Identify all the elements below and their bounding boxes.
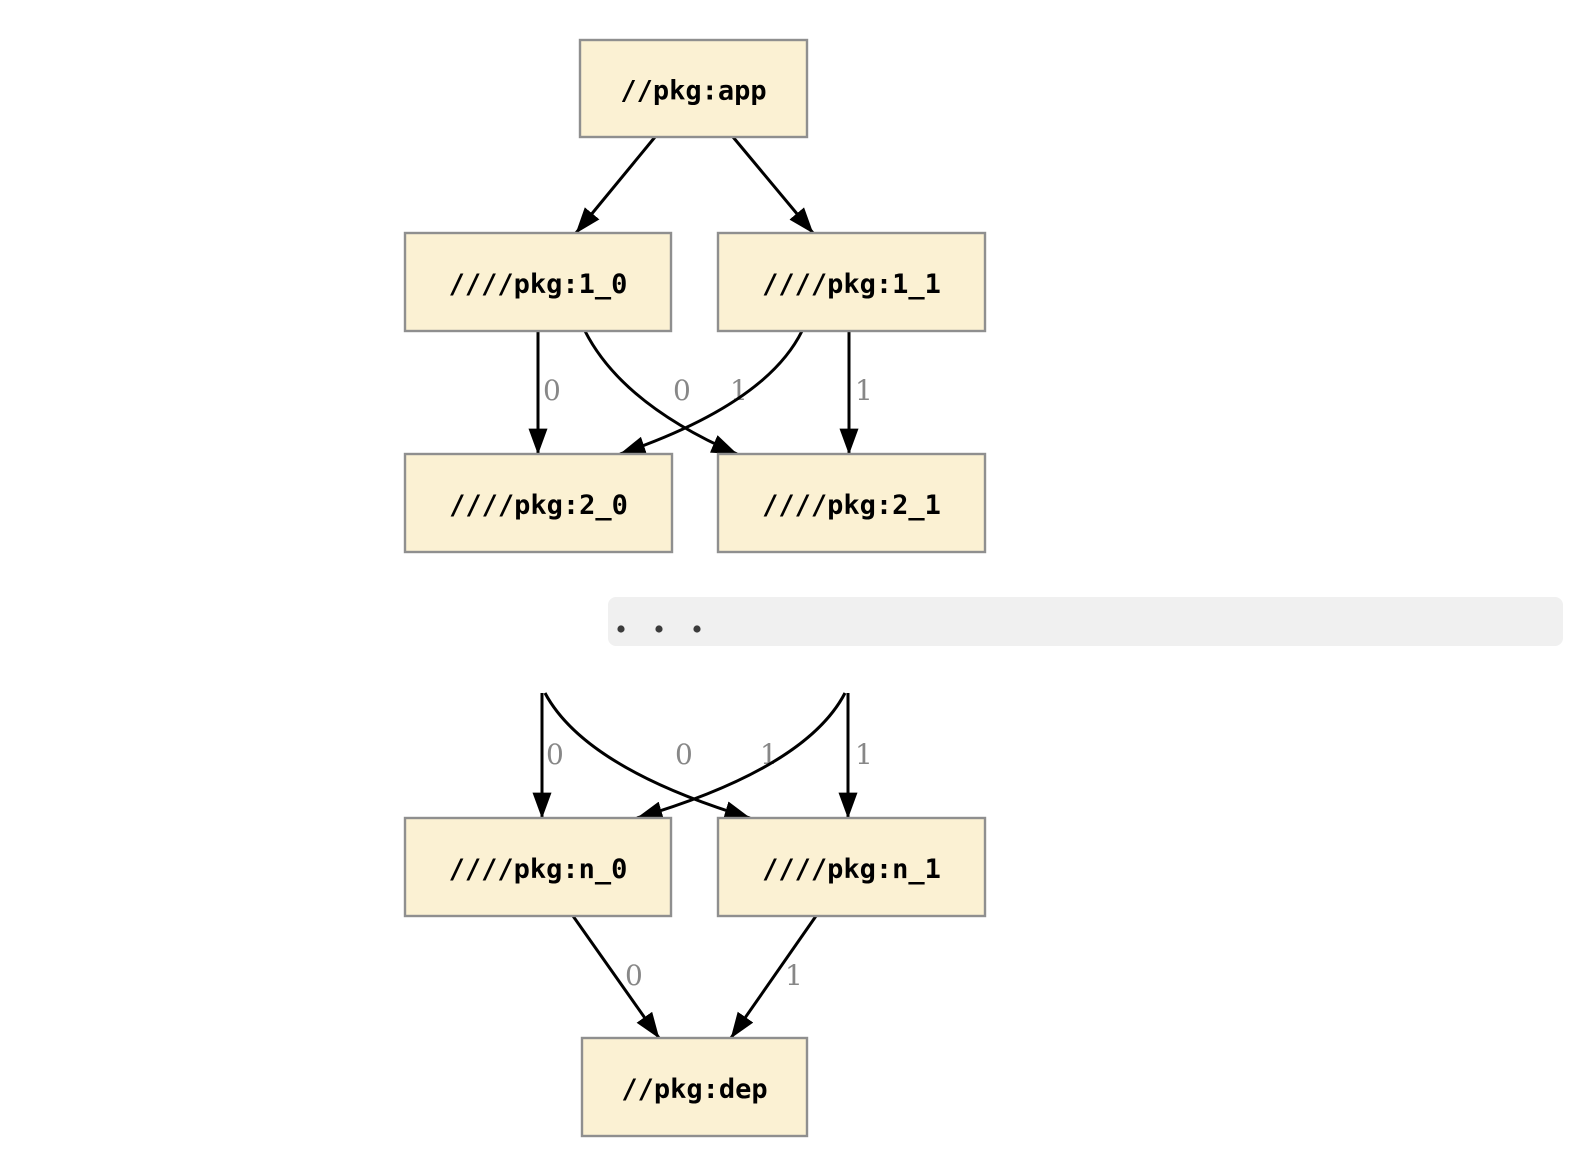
- node-box: [716, 231, 987, 333]
- node-1_0: ////pkg:1_0: [403, 231, 673, 333]
- edge-label: 0: [546, 738, 564, 771]
- node-n_1: ////pkg:n_1: [716, 816, 987, 918]
- node-app: //pkg:app: [578, 38, 809, 139]
- node-dep: //pkg:dep: [580, 1036, 809, 1138]
- node-box: [403, 816, 673, 918]
- edge-line: [729, 915, 818, 1039]
- node-2_1: ////pkg:2_1: [716, 452, 987, 554]
- edge-label: 0: [543, 374, 561, 407]
- node-box: [578, 38, 809, 139]
- node-label: //pkg:dep: [621, 1074, 767, 1105]
- edge-label: 1: [785, 959, 803, 992]
- node-label: //pkg:app: [620, 76, 766, 107]
- node-box: [716, 452, 987, 554]
- node-2_0: ////pkg:2_0: [403, 452, 674, 554]
- ellipsis-dot: [655, 625, 663, 633]
- node-box: [580, 1036, 809, 1138]
- node-label: ////pkg:1_0: [449, 269, 628, 300]
- node-label: ////pkg:2_1: [762, 490, 941, 521]
- node-box: [403, 231, 673, 333]
- node-label: ////pkg:2_0: [449, 490, 628, 521]
- edge-line: [636, 692, 847, 820]
- edge-1_1-to-2_0: 0: [619, 330, 804, 456]
- edge-ellipsis-to-n_0: 0: [532, 693, 564, 819]
- edge-label: 0: [673, 374, 691, 407]
- edge-n_1-to-dep: 1: [729, 915, 818, 1039]
- ellipsis-dot: [693, 625, 701, 633]
- node-label: ////pkg:n_1: [762, 854, 941, 885]
- edge-label: 0: [675, 738, 693, 771]
- edge-1_0-to-2_0: 0: [528, 331, 561, 455]
- edge-label: 1: [855, 738, 873, 771]
- edge-line: [574, 136, 657, 234]
- edge-line: [571, 915, 661, 1039]
- edge-line: [731, 136, 815, 234]
- edge-line: [543, 692, 751, 820]
- node-box: [403, 452, 674, 554]
- edge-ellipsis-to-n_1: 1: [838, 693, 873, 819]
- ellipsis-band: [608, 597, 1563, 646]
- node-1_1: ////pkg:1_1: [716, 231, 987, 333]
- edge-line: [583, 330, 738, 456]
- edge-line: [619, 330, 804, 456]
- edge-ellipsis-to-n_0-x: 0: [636, 692, 847, 820]
- ellipsis-band-rect: [608, 597, 1563, 646]
- edge-n_0-to-dep: 0: [571, 915, 661, 1039]
- edge-label: 0: [625, 959, 643, 992]
- node-label: ////pkg:1_1: [762, 269, 941, 300]
- node-label: ////pkg:n_0: [449, 854, 628, 885]
- edge-app-to-1_0: [574, 136, 657, 234]
- edge-label: 1: [730, 374, 748, 407]
- edge-1_1-to-2_1: 1: [839, 331, 873, 455]
- node-box: [716, 816, 987, 918]
- node-n_0: ////pkg:n_0: [403, 816, 673, 918]
- edge-label: 1: [855, 374, 873, 407]
- edge-app-to-1_1: [731, 136, 815, 234]
- ellipsis-dot: [617, 625, 625, 633]
- edge-1_0-to-2_1: 1: [583, 330, 748, 456]
